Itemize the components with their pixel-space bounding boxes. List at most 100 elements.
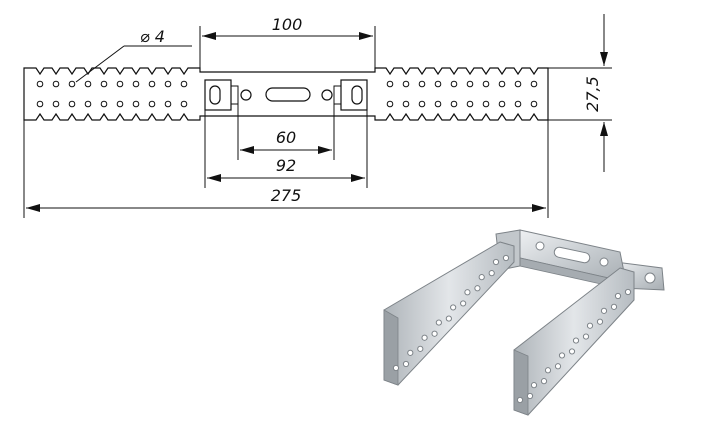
perforation-hole <box>624 288 632 296</box>
perforation-hole <box>386 80 394 88</box>
perforation-hole <box>610 303 618 310</box>
perforation-hole <box>132 100 140 108</box>
label-27-5: 27,5 <box>583 76 602 112</box>
perforation-hole <box>418 80 426 88</box>
perforation-hole <box>402 80 410 88</box>
perforation-hole <box>116 80 124 88</box>
perforation-hole <box>596 318 604 325</box>
perforation-hole <box>482 100 490 108</box>
perforation-hole <box>572 337 580 344</box>
perforation-hole <box>450 80 458 88</box>
perforation-hole <box>478 274 485 281</box>
perforation-hole <box>417 345 424 352</box>
perforation-hole <box>466 80 474 88</box>
perforation-hole <box>36 100 44 108</box>
perforation-hole <box>180 80 188 88</box>
perforation-hole <box>52 80 60 88</box>
left-round-hole <box>240 89 252 101</box>
perforation-hole <box>132 80 140 88</box>
perforation-holes <box>36 80 538 108</box>
hole-diameter-leader <box>75 45 125 83</box>
perforation-hole <box>407 349 414 356</box>
dimension-lines <box>23 14 612 218</box>
perforation-hole <box>488 270 495 277</box>
perforation-hole <box>530 100 538 108</box>
dimension-labels: ⌀ 4 100 27,5 60 92 275 <box>140 15 602 205</box>
perforation-hole <box>460 300 467 307</box>
left-tab <box>230 80 239 110</box>
perforation-hole <box>68 100 76 108</box>
perforation-hole <box>418 100 426 108</box>
perforation-hole <box>36 80 44 88</box>
perforation-hole <box>498 80 506 88</box>
perforation-hole <box>52 100 60 108</box>
perforation-hole <box>514 100 522 108</box>
perforation-hole <box>530 80 538 88</box>
perforation-hole <box>421 334 428 341</box>
perforation-hole <box>544 367 552 374</box>
center-plate <box>204 79 368 111</box>
perforation-hole <box>84 100 92 108</box>
left-slot <box>209 85 221 105</box>
flat-strip <box>23 67 549 121</box>
perforation-hole <box>180 100 188 108</box>
perforation-hole <box>100 100 108 108</box>
perforation-hole <box>164 80 172 88</box>
right-round-hole <box>321 89 333 101</box>
bracket-top-slot <box>553 246 591 264</box>
perforation-hole <box>435 319 442 326</box>
perforation-hole <box>148 80 156 88</box>
perforation-hole <box>530 382 538 389</box>
perforation-hole <box>492 258 500 266</box>
perforation-hole <box>554 363 562 370</box>
perforation-hole <box>450 100 458 108</box>
bracket-top-hole-left <box>535 241 545 251</box>
perforation-hole <box>392 364 400 372</box>
bracket-right-leg-side <box>513 349 529 416</box>
perforation-hole <box>474 285 481 292</box>
perforation-hole <box>582 333 590 340</box>
perforation-hole <box>614 292 622 300</box>
bracket-3d-render <box>383 229 665 416</box>
center-slot <box>265 87 311 102</box>
perforation-hole <box>568 348 576 355</box>
right-tab <box>333 80 342 110</box>
perforation-hole <box>84 80 92 88</box>
perforation-hole <box>516 396 524 404</box>
left-slot-frame <box>204 79 232 111</box>
perforation-hole <box>540 378 548 385</box>
perforation-hole <box>466 100 474 108</box>
label-92: 92 <box>276 156 296 175</box>
perforation-hole <box>100 80 108 88</box>
bracket-right-tab-hole <box>644 272 656 284</box>
perforation-hole <box>164 100 172 108</box>
perforation-hole <box>402 360 410 368</box>
perforation-hole <box>464 289 471 296</box>
perforation-hole <box>434 100 442 108</box>
right-slot-frame <box>340 79 368 111</box>
label-100: 100 <box>272 15 303 34</box>
perforation-hole <box>431 330 438 337</box>
left-leg-perforations <box>392 254 510 372</box>
perforation-hole <box>482 80 490 88</box>
perforation-hole <box>526 392 534 400</box>
perforation-hole <box>386 100 394 108</box>
perforation-hole <box>558 352 566 359</box>
bracket-top-hole-right <box>599 257 609 267</box>
perforation-hole <box>514 80 522 88</box>
right-slot <box>351 85 363 105</box>
label-275: 275 <box>271 186 302 205</box>
perforation-hole <box>498 100 506 108</box>
bracket-left-leg-side <box>383 309 399 386</box>
perforation-hole <box>148 100 156 108</box>
perforation-hole <box>68 80 76 88</box>
perforation-hole <box>502 254 510 262</box>
label-60: 60 <box>276 128 296 147</box>
perforation-hole <box>600 307 608 314</box>
label-hole-diameter: ⌀ 4 <box>140 27 165 46</box>
right-leg-perforations <box>516 288 632 404</box>
perforation-hole <box>586 322 594 329</box>
perforation-hole <box>116 100 124 108</box>
perforation-hole <box>445 315 452 322</box>
